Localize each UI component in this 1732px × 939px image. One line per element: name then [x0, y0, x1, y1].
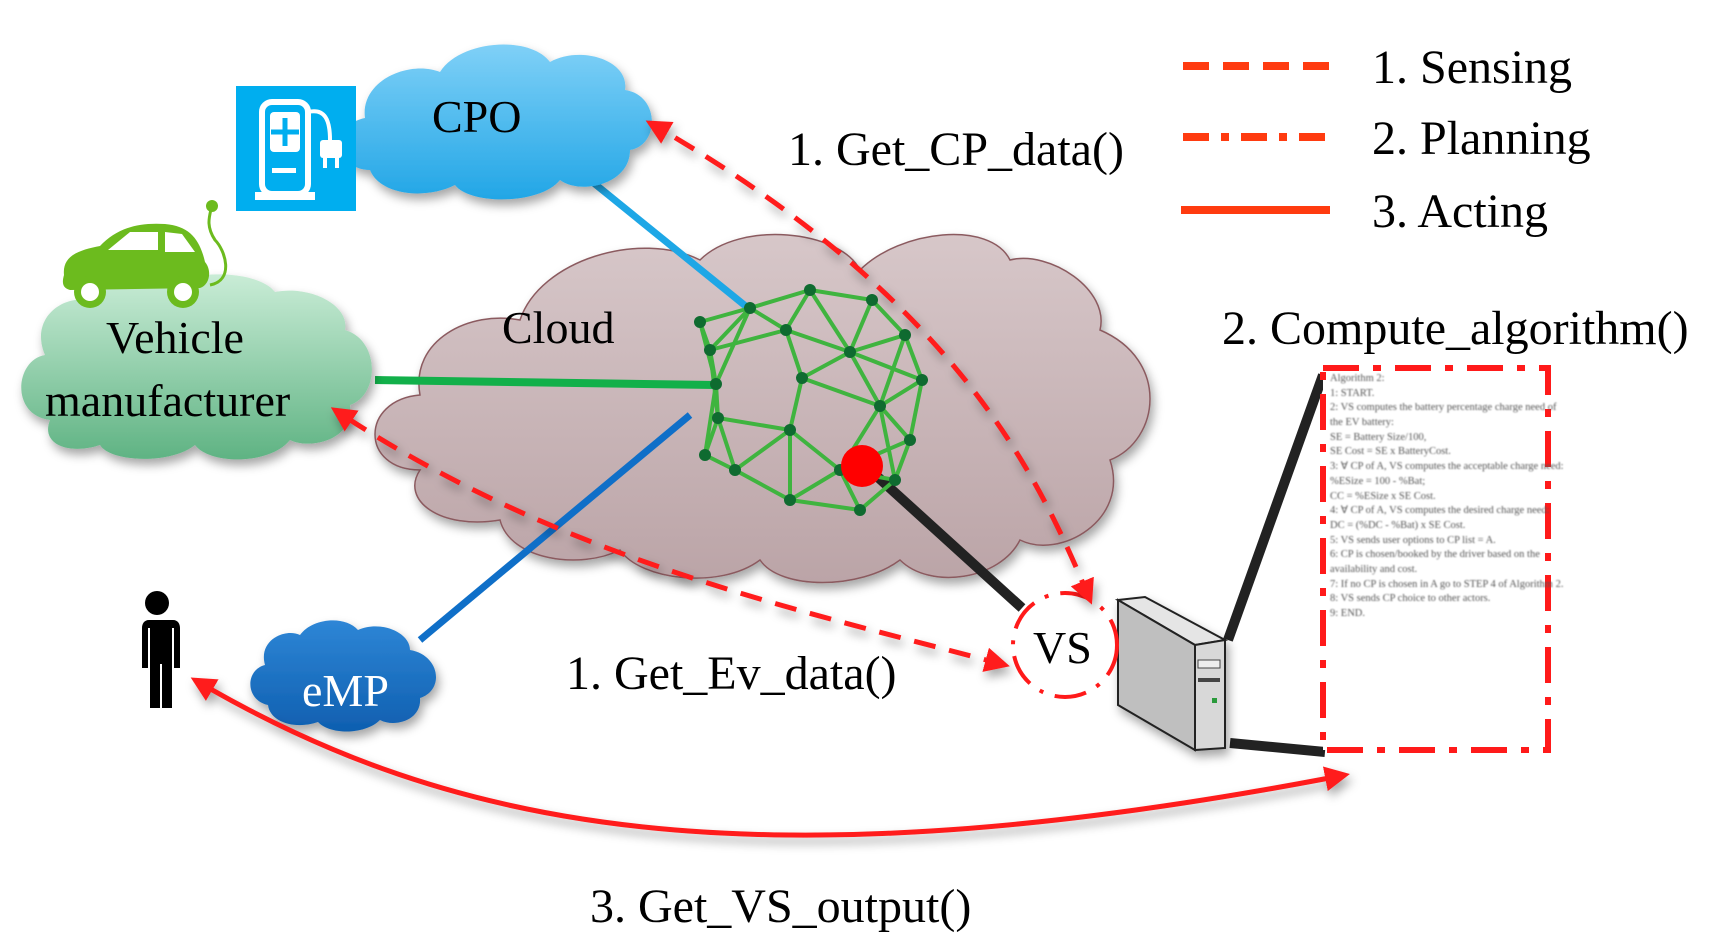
- server-icon: [1114, 595, 1229, 752]
- algorithm-line: 5: VS sends user options to CP list = A.: [1330, 534, 1496, 546]
- algorithm-line: the EV battery:: [1330, 417, 1394, 429]
- cpo-cloud: [341, 44, 652, 200]
- sphere-node: [804, 284, 816, 296]
- sphere-node: [780, 324, 792, 336]
- sphere-node: [710, 378, 722, 390]
- sphere-node: [866, 294, 878, 306]
- legend-label-sensing: 1. Sensing: [1372, 41, 1573, 94]
- algorithm-line: 1: START.: [1330, 387, 1375, 399]
- sphere-node: [699, 449, 711, 461]
- cloud-shape: [374, 233, 1151, 584]
- algorithm-line: SE Cost = SE x BatteryCost.: [1330, 446, 1451, 458]
- link-server-algo-bottom: [1229, 738, 1326, 757]
- algorithm-text: Algorithm 2: 1: START. 2: VS computes the …: [1330, 372, 1564, 622]
- legend: [1181, 62, 1335, 214]
- sphere-node: [889, 474, 901, 486]
- legend-label-acting: 3. Acting: [1372, 185, 1548, 238]
- vs-node-marker: [841, 445, 883, 487]
- sphere-node: [784, 494, 796, 506]
- algorithm-line: 8: VS sends CP choice to other actors.: [1330, 593, 1491, 605]
- vs-label: VS: [1033, 622, 1092, 673]
- algorithm-line: availability and cost.: [1330, 563, 1418, 575]
- edge-label-get-vs-output: 3. Get_VS_output(): [590, 880, 972, 933]
- algorithm-line: Algorithm 2:: [1330, 373, 1385, 384]
- person-icon: [141, 591, 180, 708]
- link-vm-cloud: [374, 376, 716, 389]
- emp-label: eMP: [302, 665, 389, 716]
- sphere-node: [704, 344, 716, 356]
- edge-label-get-ev-data: 1. Get_Ev_data(): [566, 647, 897, 700]
- sphere-node: [729, 464, 741, 476]
- legend-label-planning: 2. Planning: [1372, 112, 1591, 165]
- vehicle-manufacturer-label-line1: Vehicle: [106, 312, 244, 363]
- algorithm-line: 3: ∀ CP of A, VS computes the acceptable…: [1330, 461, 1564, 473]
- algorithm-line: 4: ∀ CP of A, VS computes the desired ch…: [1330, 505, 1550, 517]
- algorithm-line: CC = %ESize x SE Cost.: [1330, 490, 1436, 502]
- sphere-node: [694, 316, 706, 328]
- algorithm-line: 7: If no CP is chosen in A go to STEP 4 …: [1330, 578, 1564, 590]
- cpo-label: CPO: [432, 91, 522, 142]
- sphere-node: [712, 412, 724, 424]
- charging-station-icon: [236, 86, 356, 211]
- algorithm-line: SE = Battery Size/100,: [1330, 431, 1427, 443]
- sphere-node: [899, 329, 911, 341]
- arrow-get-cp-data: [645, 120, 1094, 605]
- arrow-get-vs-output: [190, 677, 1350, 838]
- sphere-node: [744, 302, 756, 314]
- algorithm-box: [1320, 365, 1551, 753]
- sphere-node: [854, 504, 866, 516]
- cloud-label: Cloud: [502, 302, 615, 353]
- algorithm-line: 9: END.: [1330, 608, 1365, 619]
- vehicle-manufacturer-cloud: [21, 274, 372, 460]
- link-server-algo-top: [1223, 373, 1328, 642]
- algorithm-line: 2: VS computes the battery percentage ch…: [1330, 402, 1557, 414]
- arrow-get-ev-data: [330, 407, 1010, 672]
- edge-label-get-cp-data: 1. Get_CP_data(): [788, 123, 1124, 176]
- sphere-node: [796, 372, 808, 384]
- edge-label-compute-algorithm: 2. Compute_algorithm(): [1222, 302, 1689, 355]
- sphere-node: [844, 346, 856, 358]
- sphere-node: [916, 374, 928, 386]
- sphere-node: [874, 400, 886, 412]
- sphere-node: [784, 424, 796, 436]
- sphere-node: [904, 434, 916, 446]
- vehicle-manufacturer-label-line2: manufacturer: [45, 375, 291, 426]
- algorithm-line: %ESize = 100 - %Bat;: [1330, 475, 1426, 487]
- algorithm-line: DC = (%DC - %Bat) x SE Cost.: [1330, 519, 1466, 531]
- electric-car-icon: [62, 200, 228, 308]
- algorithm-line: 6: CP is chosen/booked by the driver bas…: [1330, 549, 1540, 561]
